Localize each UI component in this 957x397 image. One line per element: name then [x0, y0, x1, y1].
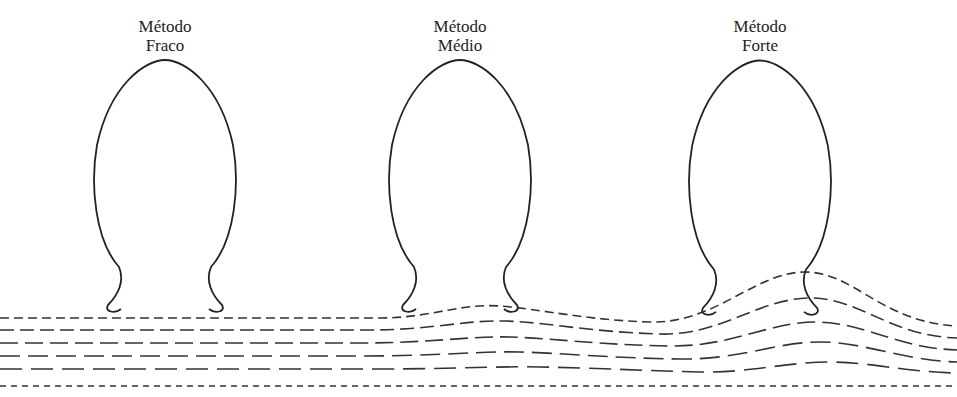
method-label: Método Forte	[718, 17, 802, 55]
soil-line	[0, 362, 957, 373]
bubble-path	[389, 60, 531, 312]
soil-line	[0, 342, 957, 362]
soil-line	[0, 272, 957, 326]
bubble-path	[94, 60, 236, 312]
bubble-shape: Método Fraco	[85, 5, 245, 320]
soil-line	[0, 385, 957, 387]
bubble-path	[689, 61, 831, 315]
method-label: Método Fraco	[123, 17, 207, 55]
bubble-shape: Método Forte	[680, 5, 840, 323]
method-label: Método Médio	[418, 17, 502, 55]
bubble-shape: Método Médio	[380, 5, 540, 320]
soil-line	[0, 322, 957, 350]
